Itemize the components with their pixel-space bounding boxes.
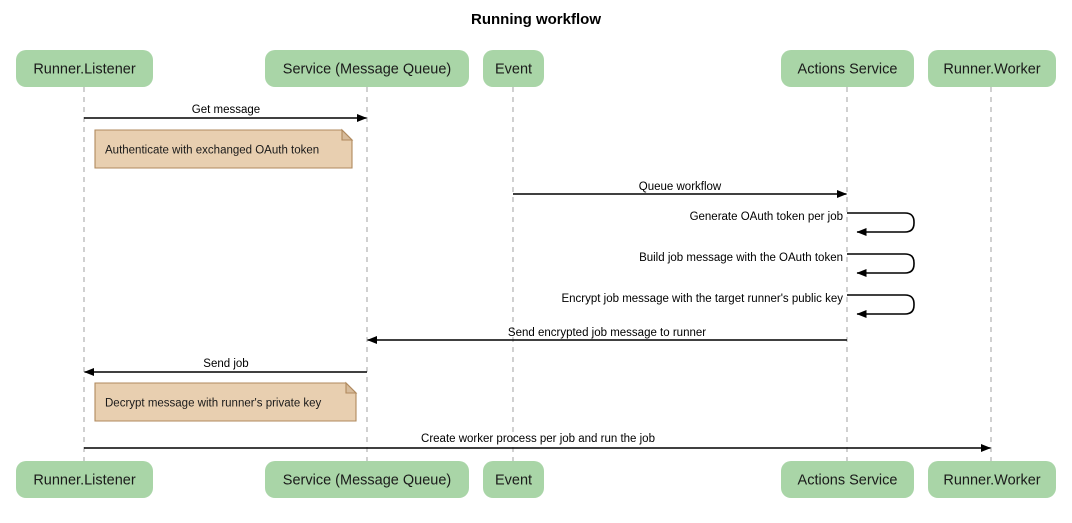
self-loop-path <box>847 253 915 277</box>
participant-service-message-queue-top[interactable]: Service (Message Queue) <box>265 50 469 87</box>
participant-label: Event <box>495 62 532 78</box>
message-queue-workflow[interactable]: Queue workflow <box>513 181 847 198</box>
note-fold-corner-icon <box>345 381 358 394</box>
note-label: Authenticate with exchanged OAuth token <box>105 145 319 157</box>
note-body <box>94 382 357 422</box>
message-generate-oauth-token-per-job[interactable]: Generate OAuth token per job <box>690 211 915 236</box>
note-body <box>94 129 353 169</box>
message-label: Send encrypted job message to runner <box>508 327 706 339</box>
participant-box <box>483 50 544 87</box>
participant-box <box>928 50 1056 87</box>
message-encrypt-job-message-with-the-target-runners-public-key[interactable]: Encrypt job message with the target runn… <box>561 293 915 318</box>
message-label: Create worker process per job and run th… <box>421 433 655 445</box>
participant-service-message-queue-bottom[interactable]: Service (Message Queue) <box>265 461 469 498</box>
note-fold-corner-icon <box>341 128 354 141</box>
participant-box <box>781 50 914 87</box>
participant-label: Actions Service <box>798 62 898 78</box>
participant-label: Runner.Worker <box>943 62 1040 78</box>
message-send-encrypted-job-message-to-runner[interactable]: Send encrypted job message to runner <box>367 327 848 344</box>
participant-label: Event <box>495 473 532 489</box>
participant-runner-listener-bottom[interactable]: Runner.Listener <box>16 461 153 498</box>
notes-layer: Authenticate with exchanged OAuth tokenD… <box>94 128 358 422</box>
participant-event-bottom[interactable]: Event <box>483 461 544 498</box>
self-loop-path <box>847 294 915 318</box>
participant-event-top[interactable]: Event <box>483 50 544 87</box>
message-send-job[interactable]: Send job <box>84 358 368 376</box>
note-authenticate-with-exchanged-oauth-token[interactable]: Authenticate with exchanged OAuth token <box>94 128 354 169</box>
participant-runner-listener-top[interactable]: Runner.Listener <box>16 50 153 87</box>
message-label: Queue workflow <box>639 181 722 193</box>
lifelines-layer <box>83 87 992 461</box>
participant-label: Runner.Listener <box>33 62 136 78</box>
participant-box <box>265 50 469 87</box>
participant-box <box>483 461 544 498</box>
self-loop-path <box>847 212 915 236</box>
note-label: Decrypt message with runner's private ke… <box>105 398 322 410</box>
note-decrypt-message-with-runners-private-key[interactable]: Decrypt message with runner's private ke… <box>94 381 358 422</box>
participant-box <box>16 461 153 498</box>
message-label: Generate OAuth token per job <box>690 211 843 223</box>
message-get-message[interactable]: Get message <box>84 104 367 122</box>
participant-label: Service (Message Queue) <box>283 473 451 489</box>
message-label: Encrypt job message with the target runn… <box>561 293 843 305</box>
participant-runner-worker-top[interactable]: Runner.Worker <box>928 50 1056 87</box>
participant-label: Runner.Listener <box>33 473 136 489</box>
message-label: Build job message with the OAuth token <box>639 252 843 264</box>
participant-box <box>16 50 153 87</box>
message-label: Get message <box>192 104 260 116</box>
participant-actions-service-top[interactable]: Actions Service <box>781 50 914 87</box>
participant-label: Actions Service <box>798 473 898 489</box>
message-build-job-message-with-the-oauth-token[interactable]: Build job message with the OAuth token <box>639 252 915 277</box>
participant-box <box>781 461 914 498</box>
message-create-worker-process-per-job-and-run-the-job[interactable]: Create worker process per job and run th… <box>84 433 991 452</box>
participant-box <box>928 461 1056 498</box>
participant-box <box>265 461 469 498</box>
participant-actions-service-bottom[interactable]: Actions Service <box>781 461 914 498</box>
message-label: Send job <box>203 358 248 370</box>
participant-label: Service (Message Queue) <box>283 62 451 78</box>
diagram-title: Running workflow <box>471 11 601 28</box>
participant-label: Runner.Worker <box>943 473 1040 489</box>
participant-runner-worker-bottom[interactable]: Runner.Worker <box>928 461 1056 498</box>
